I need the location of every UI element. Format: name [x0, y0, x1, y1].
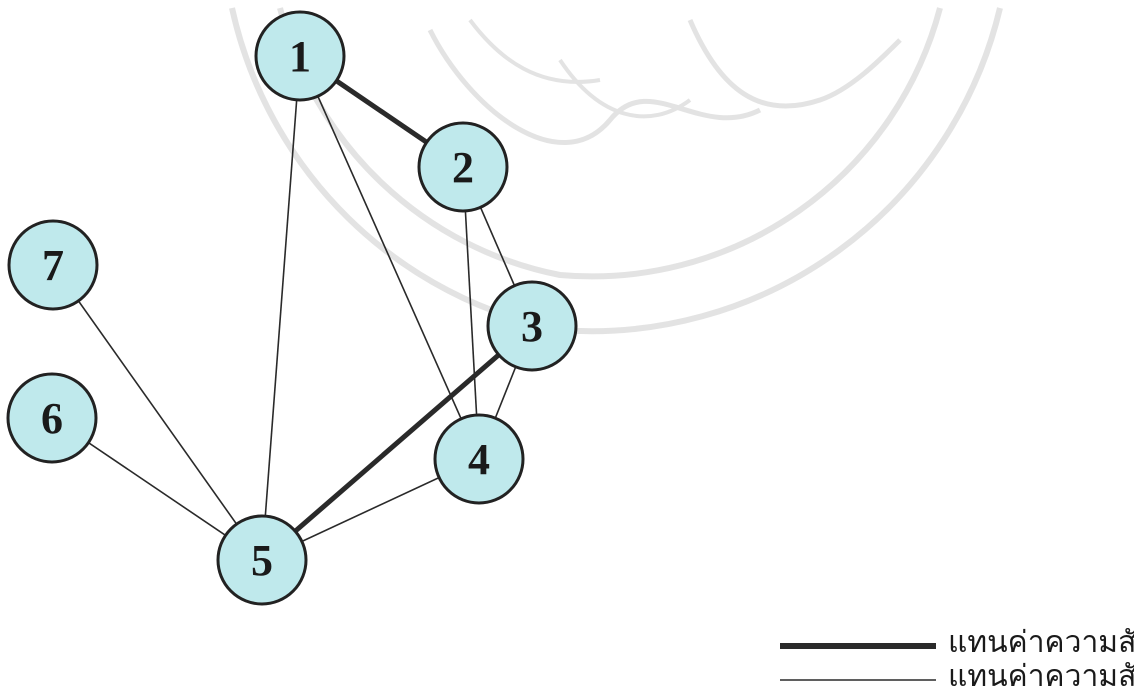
edge-7-5: [52, 264, 263, 561]
legend-strongest-label: แทนค่าความสัมพันธ์มากที่สุด: [948, 621, 1134, 661]
node-circle-1: [254, 10, 346, 102]
node-label-6: 6: [41, 394, 63, 443]
node-label-2: 2: [452, 143, 474, 192]
node-circle-4: [433, 413, 525, 505]
node-7: 7: [7, 219, 99, 311]
node-circle-3: [486, 280, 578, 372]
node-6: 6: [6, 372, 98, 464]
node-circle-2: [417, 121, 509, 213]
node-label-1: 1: [289, 32, 311, 81]
node-2: 2: [417, 121, 509, 213]
node-label-7: 7: [42, 241, 64, 290]
node-4: 4: [433, 413, 525, 505]
node-circle-5: [216, 514, 308, 606]
node-3: 3: [486, 280, 578, 372]
legend-strong-label: แทนค่าความสัมพันธ์มาก: [948, 659, 1134, 687]
edge-1-5: [261, 55, 301, 561]
node-label-5: 5: [251, 536, 273, 585]
node-label-4: 4: [468, 435, 490, 484]
nodes-layer: 1 2 3 4 5 6 7: [6, 10, 578, 606]
node-5: 5: [216, 514, 308, 606]
edge-1-4: [299, 55, 480, 460]
node-1: 1: [254, 10, 346, 102]
university-seal-watermark: [229, 7, 1003, 335]
edge-2-4: [462, 166, 480, 460]
edge-3-5: [260, 324, 534, 562]
node-circle-6: [6, 372, 98, 464]
legend: แทนค่าความสัมพันธ์มากที่สุด แทนค่าความสั…: [780, 621, 1134, 687]
node-circle-7: [7, 219, 99, 311]
node-label-3: 3: [521, 302, 543, 351]
